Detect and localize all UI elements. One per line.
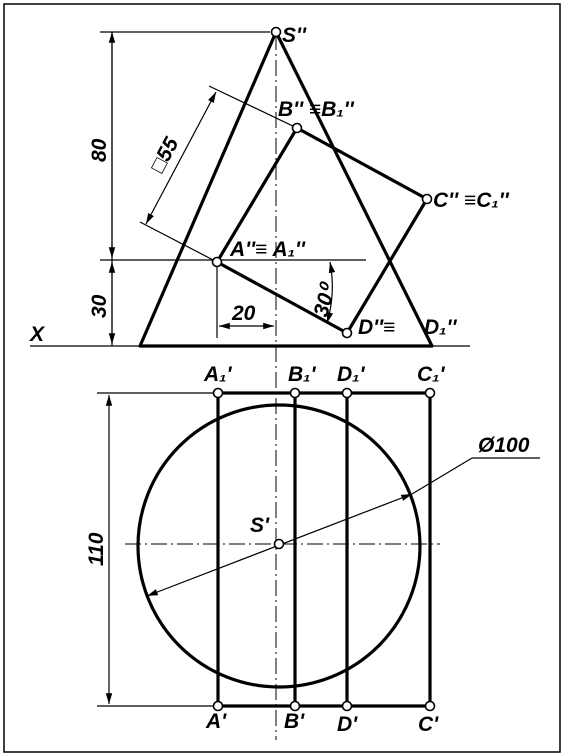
point-b1p bbox=[289, 387, 301, 399]
label-dp: D' bbox=[337, 713, 358, 736]
dim-text-30-angle: 30⁰ bbox=[310, 279, 341, 319]
label-sp: S' bbox=[250, 514, 270, 537]
point-b2 bbox=[291, 122, 303, 134]
point-sp bbox=[273, 538, 285, 550]
label-bp: B' bbox=[284, 710, 305, 733]
angle-arc-30 bbox=[326, 261, 336, 324]
dim-text-30: 30 bbox=[88, 294, 111, 318]
diameter-leader bbox=[411, 457, 473, 495]
extension-line-55-top bbox=[208, 85, 298, 129]
dim-text-110: 110 bbox=[85, 532, 108, 566]
label-a1p: A₁' bbox=[203, 363, 233, 386]
label-x-axis: X bbox=[29, 323, 46, 346]
cone-base-circle bbox=[136, 403, 422, 689]
label-c2: C'' ≡C₁'' bbox=[433, 189, 510, 212]
label-d1p: D₁' bbox=[337, 363, 366, 386]
point-a1p bbox=[212, 387, 224, 399]
point-cp bbox=[424, 700, 436, 712]
label-a2: A''≡ A₁'' bbox=[229, 238, 306, 261]
label-b1p: B₁' bbox=[288, 363, 317, 386]
dim-arrow-55 bbox=[145, 91, 217, 225]
square-top-projection bbox=[216, 391, 432, 708]
point-d1p bbox=[341, 387, 353, 399]
label-d12: D₁'' bbox=[424, 316, 458, 339]
extension-line-55-bottom bbox=[139, 221, 218, 263]
point-s2 bbox=[270, 26, 282, 38]
point-d2 bbox=[341, 327, 353, 339]
point-c2 bbox=[421, 193, 433, 205]
label-d2: D''≡ bbox=[358, 316, 395, 339]
point-a2 bbox=[211, 256, 223, 268]
point-c1p bbox=[424, 387, 436, 399]
point-bp bbox=[289, 700, 301, 712]
dim-text-diameter: Ø100 bbox=[478, 434, 530, 457]
label-s2: S'' bbox=[282, 24, 307, 47]
label-ap: A' bbox=[205, 710, 227, 733]
point-ap bbox=[212, 700, 224, 712]
label-cp: C' bbox=[418, 713, 439, 736]
label-c1p: C₁' bbox=[417, 363, 446, 386]
dim-text-55: □55 bbox=[146, 133, 183, 176]
label-b2: B'' ≡B₁'' bbox=[278, 98, 355, 121]
dim-text-80: 80 bbox=[88, 138, 111, 162]
drawing-border bbox=[3, 3, 561, 753]
dim-text-20: 20 bbox=[231, 302, 256, 325]
point-dp bbox=[341, 700, 353, 712]
